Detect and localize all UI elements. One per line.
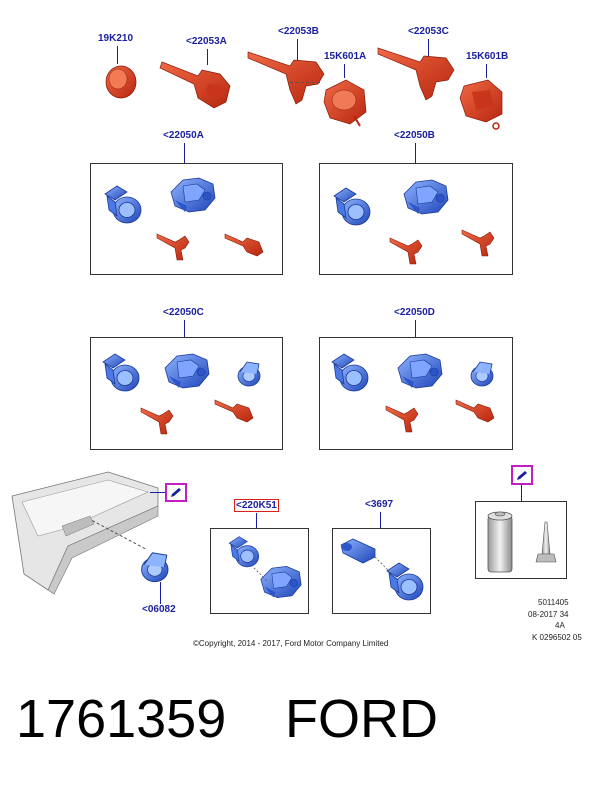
lock-set-a-box (90, 163, 283, 275)
callout-22050a: <22050A (163, 130, 204, 141)
leader-line (160, 582, 161, 604)
callout-22050d: <22050D (394, 307, 435, 318)
switchblade-key-drawing (247, 51, 325, 105)
lock-actuator-drawing (340, 538, 376, 564)
illustration-code-2: 08-2017 34 (528, 610, 569, 619)
leader-line (207, 49, 208, 65)
bushing-drawing (470, 361, 494, 387)
lock-housing-drawing (170, 177, 216, 213)
key-fork-drawing (385, 405, 419, 433)
key-fork-drawing (389, 237, 423, 265)
copyright-text: ©Copyright, 2014 - 2017, Ford Motor Comp… (193, 639, 389, 648)
lock-housing-drawing (403, 179, 449, 215)
illustration-code-1: 5011405 (538, 598, 569, 607)
switchblade-key-drawing-2 (377, 47, 455, 101)
leader-line (290, 82, 320, 84)
leader-line (415, 320, 416, 337)
lock-cylinder-drawing (104, 185, 142, 224)
key-blade-drawing (159, 61, 231, 109)
pencil-note-icon-2 (517, 471, 527, 480)
sealant-box (475, 501, 567, 579)
lock-cylinder-drawing (333, 187, 371, 226)
leader-line (380, 512, 381, 528)
lock-cylinder-drawing (386, 562, 424, 601)
ignition-lock-box (210, 528, 309, 614)
glove-box-drawing (11, 471, 159, 595)
callout-15k601b: 15K601B (466, 51, 509, 62)
lock-housing-drawing (164, 353, 210, 389)
callout-3697: <3697 (365, 499, 394, 510)
leader-line (117, 46, 118, 64)
lock-set-c-box (90, 337, 283, 450)
callout-06082: <06082 (142, 604, 176, 615)
callout-22053b: <22053B (278, 26, 319, 37)
key-fob-cover-drawing (105, 65, 137, 99)
key-paddle-drawing (214, 399, 254, 423)
lock-housing-drawing (397, 353, 443, 389)
key-fork-drawing (156, 233, 190, 261)
cartridge-drawing (487, 511, 513, 573)
key-fork-drawing-2 (461, 229, 495, 257)
callout-22053c: <22053C (408, 26, 449, 37)
leader-line (486, 64, 487, 78)
glove-box-lock-bushing-drawing (141, 552, 169, 583)
leader-line (415, 143, 416, 163)
lock-set-b-box (319, 163, 513, 275)
callout-22050c: <22050C (163, 307, 204, 318)
leader-line (150, 492, 165, 493)
illustration-code-3: 4A (555, 621, 565, 630)
pencil-note-icon (171, 488, 181, 497)
callout-22053a: <22053A (186, 36, 227, 47)
illustration-code-4: K 0296502 05 (532, 633, 582, 642)
leader-line (428, 39, 429, 57)
nozzle-drawing (535, 521, 557, 563)
callout-19k210: 19K210 (98, 33, 134, 44)
leader-line (256, 513, 257, 528)
bushing-drawing (237, 361, 261, 387)
callout-15k601a: 15K601A (324, 51, 367, 62)
lock-set-d-box (319, 337, 513, 450)
lock-cylinder-drawing (331, 353, 369, 392)
remote-transmitter-drawing (323, 79, 367, 127)
callout-220k51: <220K51 (234, 499, 279, 512)
leader-line (184, 320, 185, 337)
note-icon-highlight (165, 483, 187, 502)
key-fork-drawing (140, 407, 174, 435)
brand-name: FORD (285, 689, 438, 749)
leader-line (184, 143, 185, 163)
leader-dashed-inner (250, 564, 268, 582)
key-paddle-drawing (455, 399, 495, 423)
leader-line (344, 64, 345, 78)
key-paddle-drawing (224, 233, 264, 257)
steering-lock-box (332, 528, 431, 614)
remote-transmitter-drawing-2 (459, 79, 503, 130)
part-number: 1761359 (16, 689, 227, 749)
note-icon-highlight-2 (511, 465, 533, 485)
leader-line (297, 39, 298, 61)
lock-cylinder-drawing (102, 353, 140, 392)
leader-line (521, 485, 522, 501)
callout-22050b: <22050B (394, 130, 435, 141)
